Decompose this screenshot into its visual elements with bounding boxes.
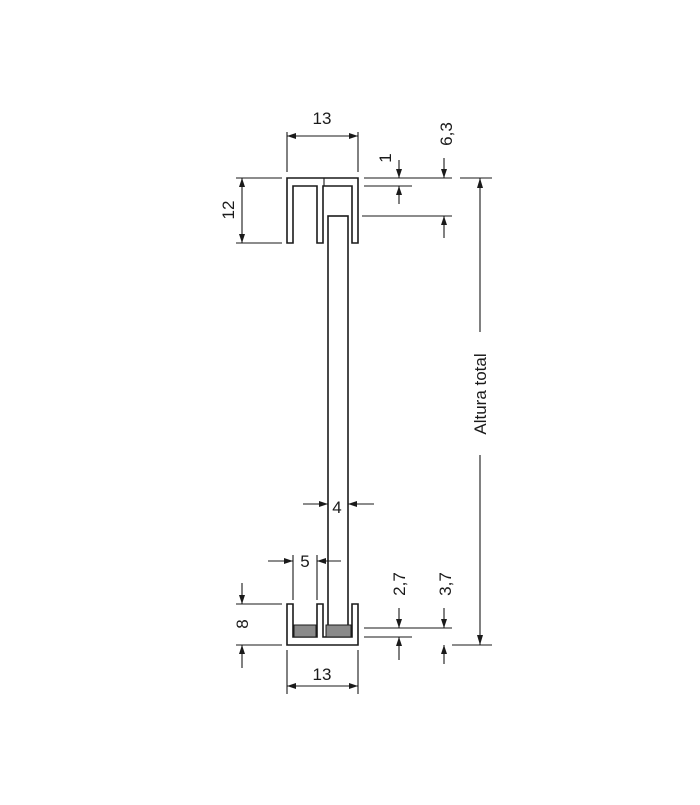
dim-bottom-inner: 2,7 — [364, 572, 452, 660]
dim-bottom-gap: 5 — [268, 552, 341, 600]
dim-label-top-height: 12 — [219, 201, 238, 220]
dim-label-top-inset: 6,3 — [437, 122, 456, 146]
dim-label-glass-thickness: 4 — [332, 498, 341, 517]
dim-glass-thickness: 4 — [303, 498, 374, 517]
dim-label-top-width: 13 — [313, 109, 332, 128]
dim-label-bottom-height: 8 — [233, 619, 252, 628]
bottom-gasket-left — [293, 624, 317, 638]
bottom-gasket-right — [325, 624, 352, 638]
dim-label-bottom-gap: 5 — [300, 552, 309, 571]
dim-top-width: 13 — [286, 109, 359, 172]
dim-top-inset: 6,3 — [362, 122, 456, 238]
dim-label-bottom-inset: 3,7 — [436, 572, 455, 596]
dim-bottom-width: 13 — [286, 650, 359, 694]
glass-panel — [327, 215, 349, 629]
dim-label-bottom-inner: 2,7 — [390, 572, 409, 596]
dim-total-height: Altura total — [452, 177, 492, 646]
dim-label-top-wall: 1 — [376, 153, 395, 162]
top-profile — [286, 177, 359, 244]
dim-bottom-inset: 3,7 — [436, 572, 455, 664]
dim-label-total-height: Altura total — [471, 353, 490, 434]
dim-top-height: 12 — [219, 177, 282, 244]
bottom-channel-outline — [286, 603, 359, 646]
top-channel-outline — [286, 177, 359, 244]
dim-top-wall: 1 — [364, 153, 452, 204]
bottom-profile — [286, 603, 359, 646]
dim-label-bottom-width: 13 — [313, 665, 332, 684]
dim-bottom-height: 8 — [233, 583, 282, 668]
